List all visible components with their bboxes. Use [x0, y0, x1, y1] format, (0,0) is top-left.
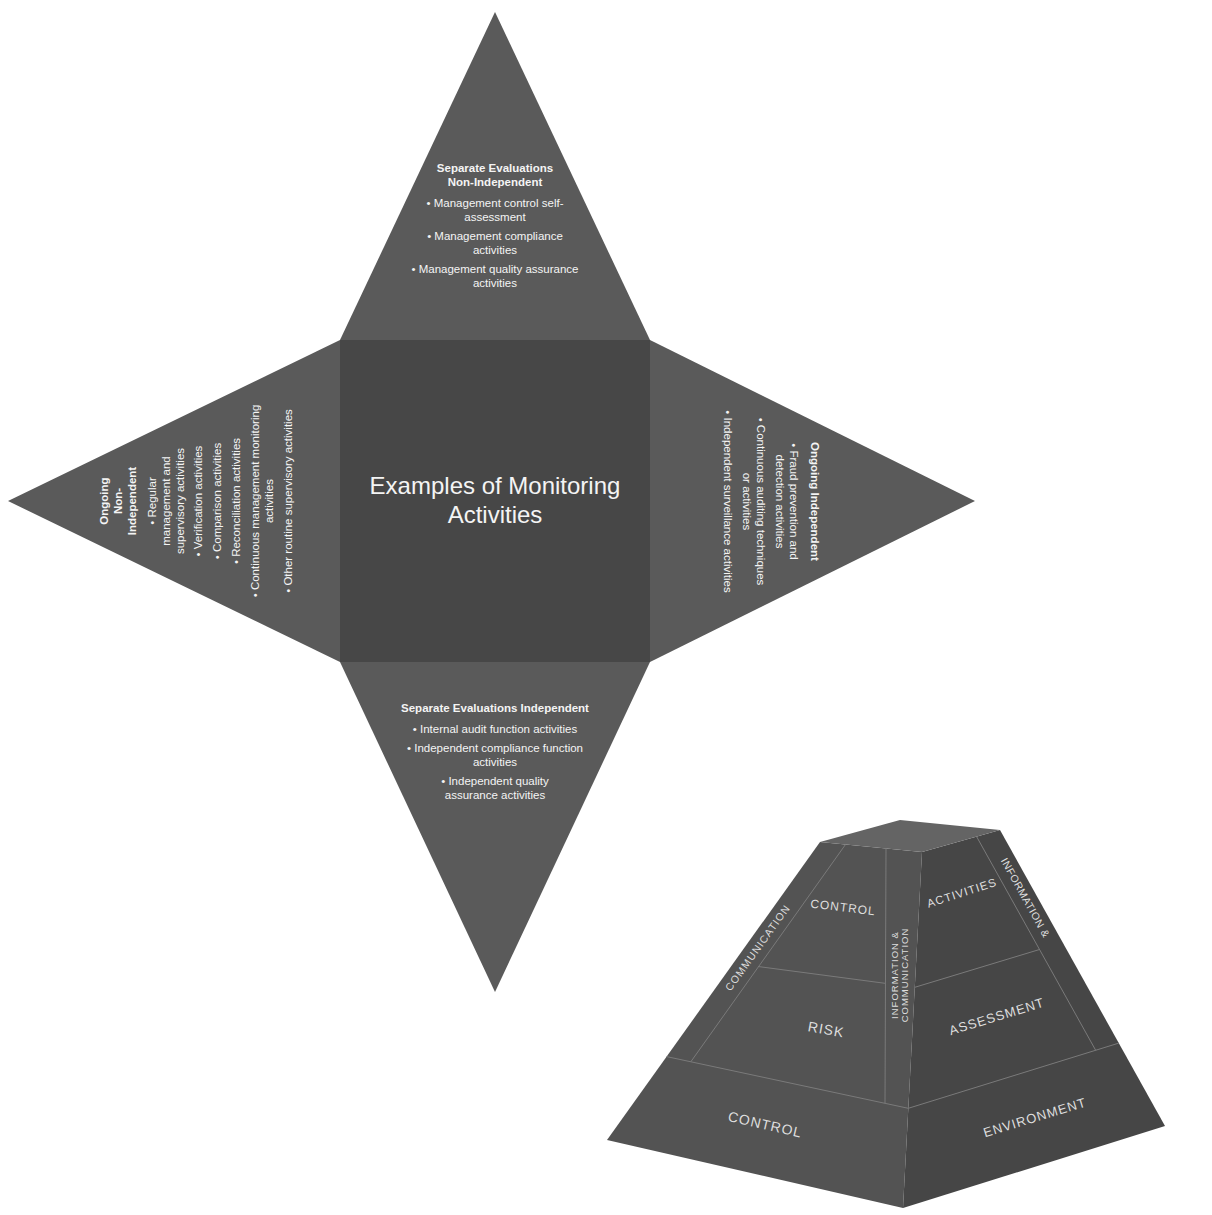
pyramid-front-face	[607, 842, 922, 1208]
text-frame: Ongoing Non-Independent• Regular managem…	[8, 340, 340, 662]
bullet-item: • Management quality assurance activitie…	[394, 263, 597, 291]
text-frame: Separate Evaluations Non-Independent • Ma…	[340, 12, 650, 340]
bullet-item: • Comparison activities	[211, 417, 225, 584]
bullet-item: • Regular management and supervisory act…	[146, 445, 187, 557]
pyramid-label: INFORMATION & COMMUNICATION	[890, 910, 911, 1040]
strip-line	[885, 848, 886, 1103]
triangle-fill	[650, 340, 975, 662]
triangle-fill	[340, 662, 650, 992]
pyramid-right-face	[903, 830, 1165, 1208]
bullet-item: • Continuous management monitoring activ…	[249, 401, 277, 601]
triangle-fill	[8, 340, 340, 662]
square-fill	[340, 340, 650, 662]
face-heading: Ongoing Non-Independent	[98, 466, 139, 537]
center-title: Examples of Monitoring Activities	[360, 472, 630, 530]
layer-line	[915, 950, 1040, 988]
center-square: Examples of Monitoring Activities	[340, 340, 650, 662]
top-triangle-face: Separate Evaluations Non-Independent • Ma…	[340, 12, 650, 340]
face-heading: Ongoing Independent	[806, 436, 820, 565]
face-heading: Separate Evaluations Independent	[390, 702, 600, 716]
pyramid-top-face	[820, 820, 1000, 852]
layer-line	[667, 1043, 1119, 1108]
bottom-triangle-face: Separate Evaluations Independent • Intern…	[340, 662, 650, 992]
layer-line	[758, 967, 885, 984]
text-frame: Ongoing Independent • Fraud prevention an…	[650, 340, 975, 662]
bullet-item: • Fraud prevention and detection activit…	[771, 427, 799, 574]
bullet-item: • Independent quality assurance activiti…	[420, 775, 570, 803]
bullet-item: • Other routine supervisory activities	[282, 387, 296, 615]
triangle-fill	[340, 12, 650, 340]
left-triangle-face: Ongoing Non-Independent• Regular managem…	[8, 340, 340, 662]
bullet-item: • Continuous auditing techniques or acti…	[738, 413, 766, 589]
bullet-item: • Management control self-assessment	[421, 197, 569, 225]
bullet-item: • Verification activities	[192, 426, 206, 577]
right-triangle-face: Ongoing Independent • Fraud prevention an…	[650, 340, 975, 662]
bullet-item: • Internal audit function activities	[393, 723, 598, 737]
bullet-item: • Independent compliance function activi…	[406, 742, 584, 770]
strip-line	[691, 845, 846, 1062]
bullet-item: • Reconciliation activities	[230, 409, 244, 592]
text-frame: Examples of Monitoring Activities	[340, 340, 650, 662]
face-heading: Separate Evaluations Non-Independent	[436, 162, 555, 190]
text-frame: Separate Evaluations Independent • Intern…	[340, 662, 650, 992]
bullet-item: • Management compliance activities	[407, 230, 582, 258]
bullet-item: • Independent surveillance activities	[719, 399, 733, 604]
